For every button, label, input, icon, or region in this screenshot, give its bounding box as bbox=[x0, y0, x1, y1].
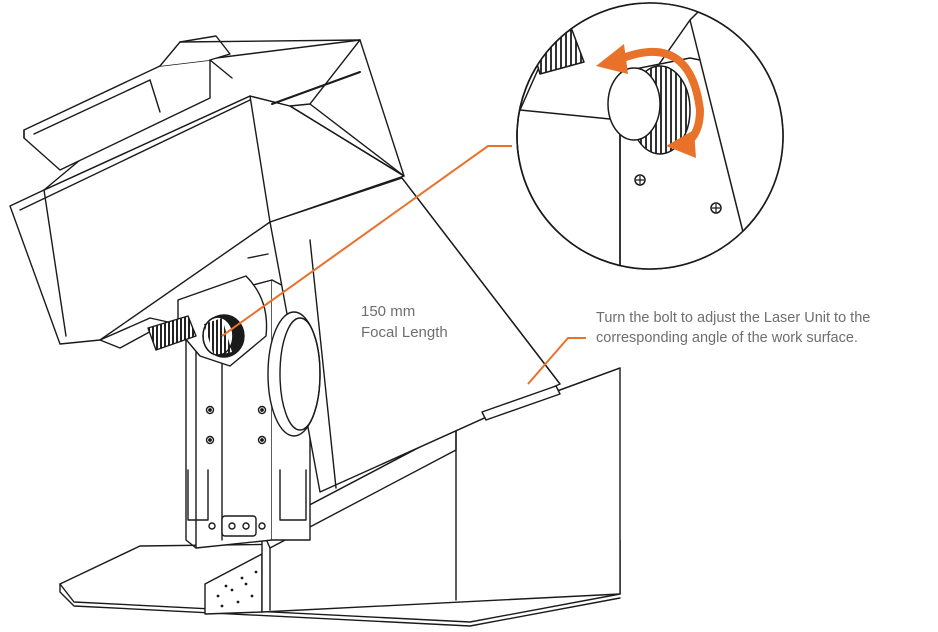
instruction-leader-line bbox=[527, 337, 586, 385]
laser-beam-cone bbox=[269, 177, 561, 493]
zoom-detail-callout bbox=[516, 2, 784, 270]
focal-length-label: 150 mm Focal Length bbox=[361, 301, 448, 343]
instruction-line-2: corresponding angle of the work surface. bbox=[596, 330, 858, 346]
instruction-line-1: Turn the bolt to adjust the Laser Unit t… bbox=[596, 310, 871, 326]
instruction-note: Turn the bolt to adjust the Laser Unit t… bbox=[596, 308, 870, 348]
adjustment-bolt-icon bbox=[147, 314, 245, 358]
zoom-leader-line bbox=[221, 145, 512, 337]
laser-unit-body bbox=[9, 39, 405, 349]
top-module bbox=[23, 35, 361, 171]
side-disc bbox=[267, 311, 321, 437]
curved-rotation-arrow-icon bbox=[596, 44, 705, 158]
focal-length-caption: Focal Length bbox=[361, 324, 448, 341]
callout-leader-lines bbox=[221, 145, 586, 385]
focal-length-value: 150 mm bbox=[361, 303, 416, 320]
